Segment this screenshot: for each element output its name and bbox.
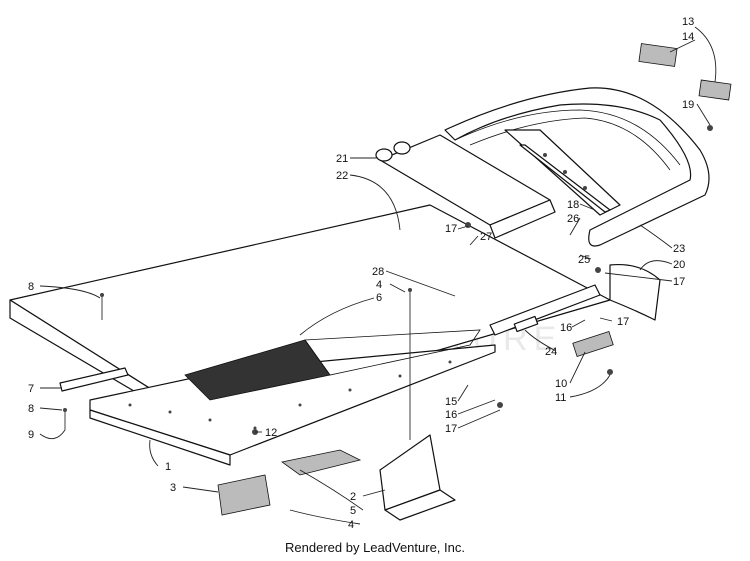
render-credit-caption: Rendered by LeadVenture, Inc. [285,540,465,555]
callout-10: 10 [555,378,567,390]
callout-24: 24 [545,346,557,358]
support-bracket [379,434,456,521]
callout-16a: 16 [445,409,457,421]
callout-3: 3 [170,482,176,494]
callout-28: 28 [372,266,384,278]
callout-15: 15 [445,396,457,408]
callout-23: 23 [673,243,685,255]
snow-flap [609,263,661,321]
callout-14: 14 [682,31,694,43]
callout-4b: 4 [376,279,382,291]
callout-5: 5 [350,505,356,517]
reflector-14 [698,79,732,101]
callout-27: 27 [480,231,492,243]
callout-6: 6 [376,292,382,304]
plate-3 [217,474,271,516]
running-board [89,344,496,466]
callout-12: 12 [265,427,277,439]
callout-20: 20 [673,259,685,271]
callout-2: 2 [350,491,356,503]
traction-strip [184,329,481,401]
callout-labels: 1 2 3 4 4 5 6 7 8 8 9 10 11 12 13 14 15 … [28,16,694,531]
bumper-bracket [504,129,621,216]
callout-17a: 17 [445,423,457,435]
reflector-plate [572,330,614,358]
callout-8a: 8 [28,281,34,293]
callout-11: 11 [555,392,566,404]
callout-21: 21 [336,153,348,165]
callout-17b: 17 [445,223,457,235]
hitch-tube [375,134,556,239]
callout-7: 7 [28,383,34,395]
callout-1: 1 [165,461,171,473]
callout-4a: 4 [348,519,354,531]
callout-9: 9 [28,429,34,441]
side-rail [489,284,601,336]
callout-19: 19 [682,99,694,111]
callout-8b: 8 [28,403,34,415]
step-plate-5 [281,449,362,476]
rear-bumper [444,87,710,247]
callout-25: 25 [578,254,590,266]
callout-17c: 17 [617,316,629,328]
leader-lines [39,26,717,525]
callout-18: 18 [567,199,579,211]
callout-17d: 17 [673,276,685,288]
reflector-13 [638,43,678,67]
callout-26: 26 [567,213,579,225]
callout-22: 22 [336,170,348,182]
callout-13: 13 [682,16,694,28]
callout-16b: 16 [560,322,572,334]
